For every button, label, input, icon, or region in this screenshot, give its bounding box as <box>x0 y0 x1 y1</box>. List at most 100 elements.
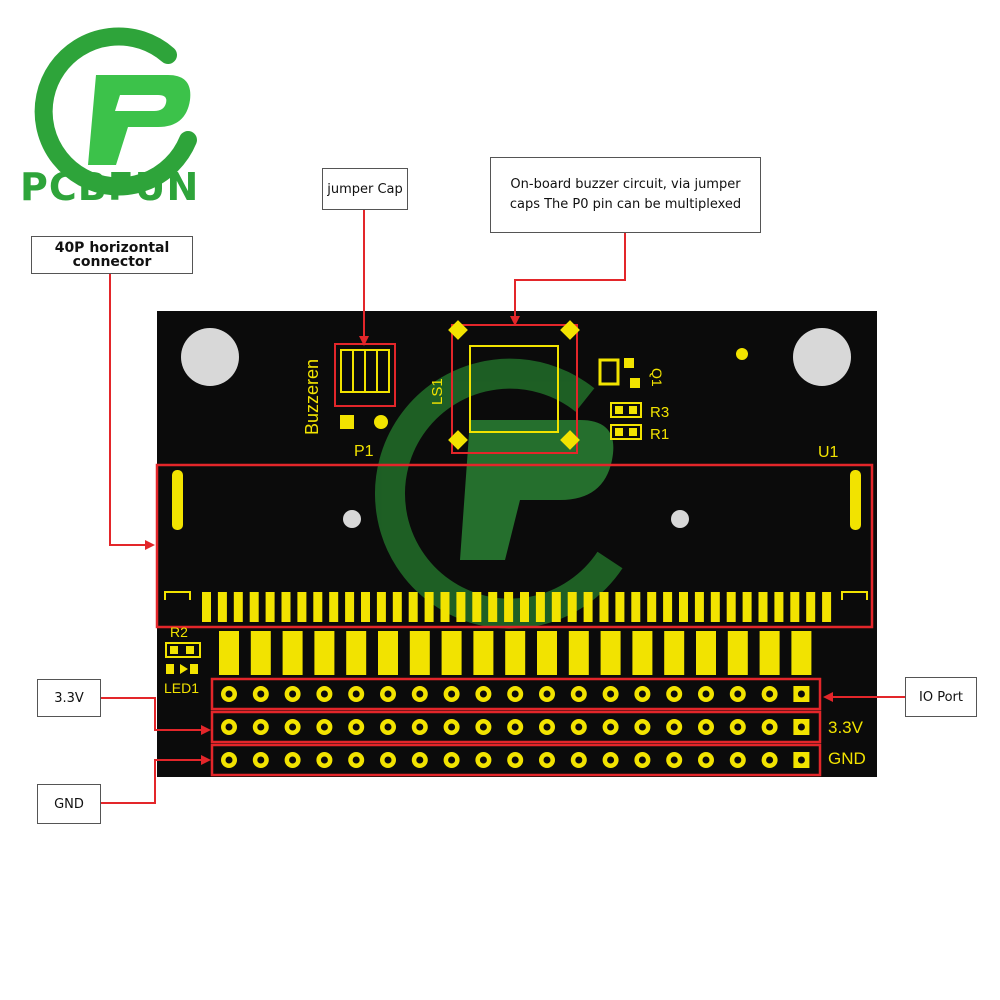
pcbfun-logo <box>34 27 197 196</box>
header-pins <box>221 686 810 768</box>
connector-pin <box>679 592 688 622</box>
connector-pin <box>392 592 402 622</box>
buzzer-ls1 <box>448 320 580 454</box>
signal-pad <box>664 631 685 675</box>
connector-pin <box>313 592 323 622</box>
header-pin-hole <box>320 756 328 764</box>
signal-pad <box>696 631 716 675</box>
header-pin-hole <box>320 723 328 731</box>
signal-pad <box>219 631 239 675</box>
connector-pin <box>504 592 514 622</box>
connector-pin <box>249 592 259 622</box>
connector-pin <box>567 592 577 622</box>
header-pin-hole <box>384 690 392 698</box>
header-pin-hole <box>670 723 678 731</box>
header-pin-hole <box>734 756 742 764</box>
connector-pin <box>520 592 529 622</box>
header-pin-hole <box>638 756 646 764</box>
header-pin-hole <box>416 723 424 731</box>
header-pin-hole <box>289 690 297 698</box>
connector-pin <box>297 592 307 622</box>
signal-pad <box>473 631 494 675</box>
callout-3v3: 3.3V <box>37 679 101 717</box>
signal-pad <box>600 631 621 675</box>
connector-hole-right <box>671 510 689 528</box>
header-pin-hole <box>797 723 805 731</box>
connector-pin <box>233 592 243 622</box>
header-pin-hole <box>797 690 805 698</box>
signal-pad <box>378 631 398 675</box>
signal-pad <box>727 631 748 675</box>
silk-q1: Q1 <box>649 368 665 387</box>
connector-pin <box>345 592 355 622</box>
connector-pin <box>456 592 466 622</box>
connector-pin <box>202 592 211 622</box>
connector-pin <box>281 592 291 622</box>
header-pin-hole <box>575 723 583 731</box>
connector-latch-right <box>850 470 861 530</box>
connector-pin <box>376 592 386 622</box>
header-pin-hole <box>225 690 233 698</box>
signal-pad <box>505 631 526 675</box>
callout-40p-connector: 40P horizontal connector <box>31 236 193 274</box>
callout-buzzer: On-board buzzer circuit, via jumper caps… <box>490 157 761 233</box>
connector-pin <box>424 592 434 622</box>
leader-arrowheads <box>145 316 833 765</box>
signal-pad <box>346 631 367 675</box>
header-pin-hole <box>607 756 615 764</box>
resistor-r1 <box>610 424 642 440</box>
leader-lines <box>100 210 905 804</box>
connector-pin <box>806 592 816 622</box>
connector-pin <box>790 592 800 622</box>
connector-mark-right <box>841 591 868 600</box>
connector-pin <box>265 592 275 622</box>
silk-p1: P1 <box>354 443 374 460</box>
header-pin-hole <box>352 690 360 698</box>
connector-pin <box>631 592 641 622</box>
silk-r3: R3 <box>650 404 669 421</box>
header-pin-hole <box>320 690 328 698</box>
signal-pads <box>219 631 812 675</box>
connector-pin <box>758 592 768 622</box>
silk-led1: LED1 <box>164 680 199 696</box>
resistor-r3 <box>610 402 642 418</box>
header-pin-hole <box>225 723 233 731</box>
connector-pin <box>583 592 593 622</box>
header-pin-hole <box>257 723 265 731</box>
header-pin-hole <box>289 723 297 731</box>
header-pin-hole <box>575 756 583 764</box>
signal-pad <box>282 631 303 675</box>
header-pin-hole <box>257 690 265 698</box>
silk-buzzer: Buzzeren <box>302 359 322 435</box>
signal-pad <box>250 631 271 675</box>
header-pin-hole <box>670 756 678 764</box>
brand-name: PCBFUN <box>20 165 200 209</box>
transistor-q1 <box>598 358 640 388</box>
connector-pin <box>488 592 498 622</box>
signal-pad <box>537 631 557 675</box>
header-pin-hole <box>289 756 297 764</box>
connector-mark-left <box>164 591 191 600</box>
callout-jumper-cap: jumper Cap <box>322 168 408 210</box>
connector-pins <box>202 592 832 622</box>
header-pin-hole <box>448 690 456 698</box>
connector-pin <box>663 592 673 622</box>
header-pin-hole <box>638 690 646 698</box>
connector-pin <box>599 592 609 622</box>
header-pin-hole <box>543 756 551 764</box>
header-pin-hole <box>511 756 519 764</box>
connector-pin <box>440 592 450 622</box>
row-io-port <box>210 677 822 711</box>
connector-40p <box>155 463 874 629</box>
header-pin-hole <box>607 690 615 698</box>
connector-pin <box>694 592 704 622</box>
connector-latch-left <box>172 470 183 530</box>
header-pin-hole <box>352 756 360 764</box>
connector-pin <box>822 592 832 622</box>
connector-pin <box>408 592 418 622</box>
header-pin-hole <box>543 723 551 731</box>
silk-ls1: LS1 <box>429 378 446 405</box>
header-pin-hole <box>575 690 583 698</box>
header-pin-hole <box>734 690 742 698</box>
